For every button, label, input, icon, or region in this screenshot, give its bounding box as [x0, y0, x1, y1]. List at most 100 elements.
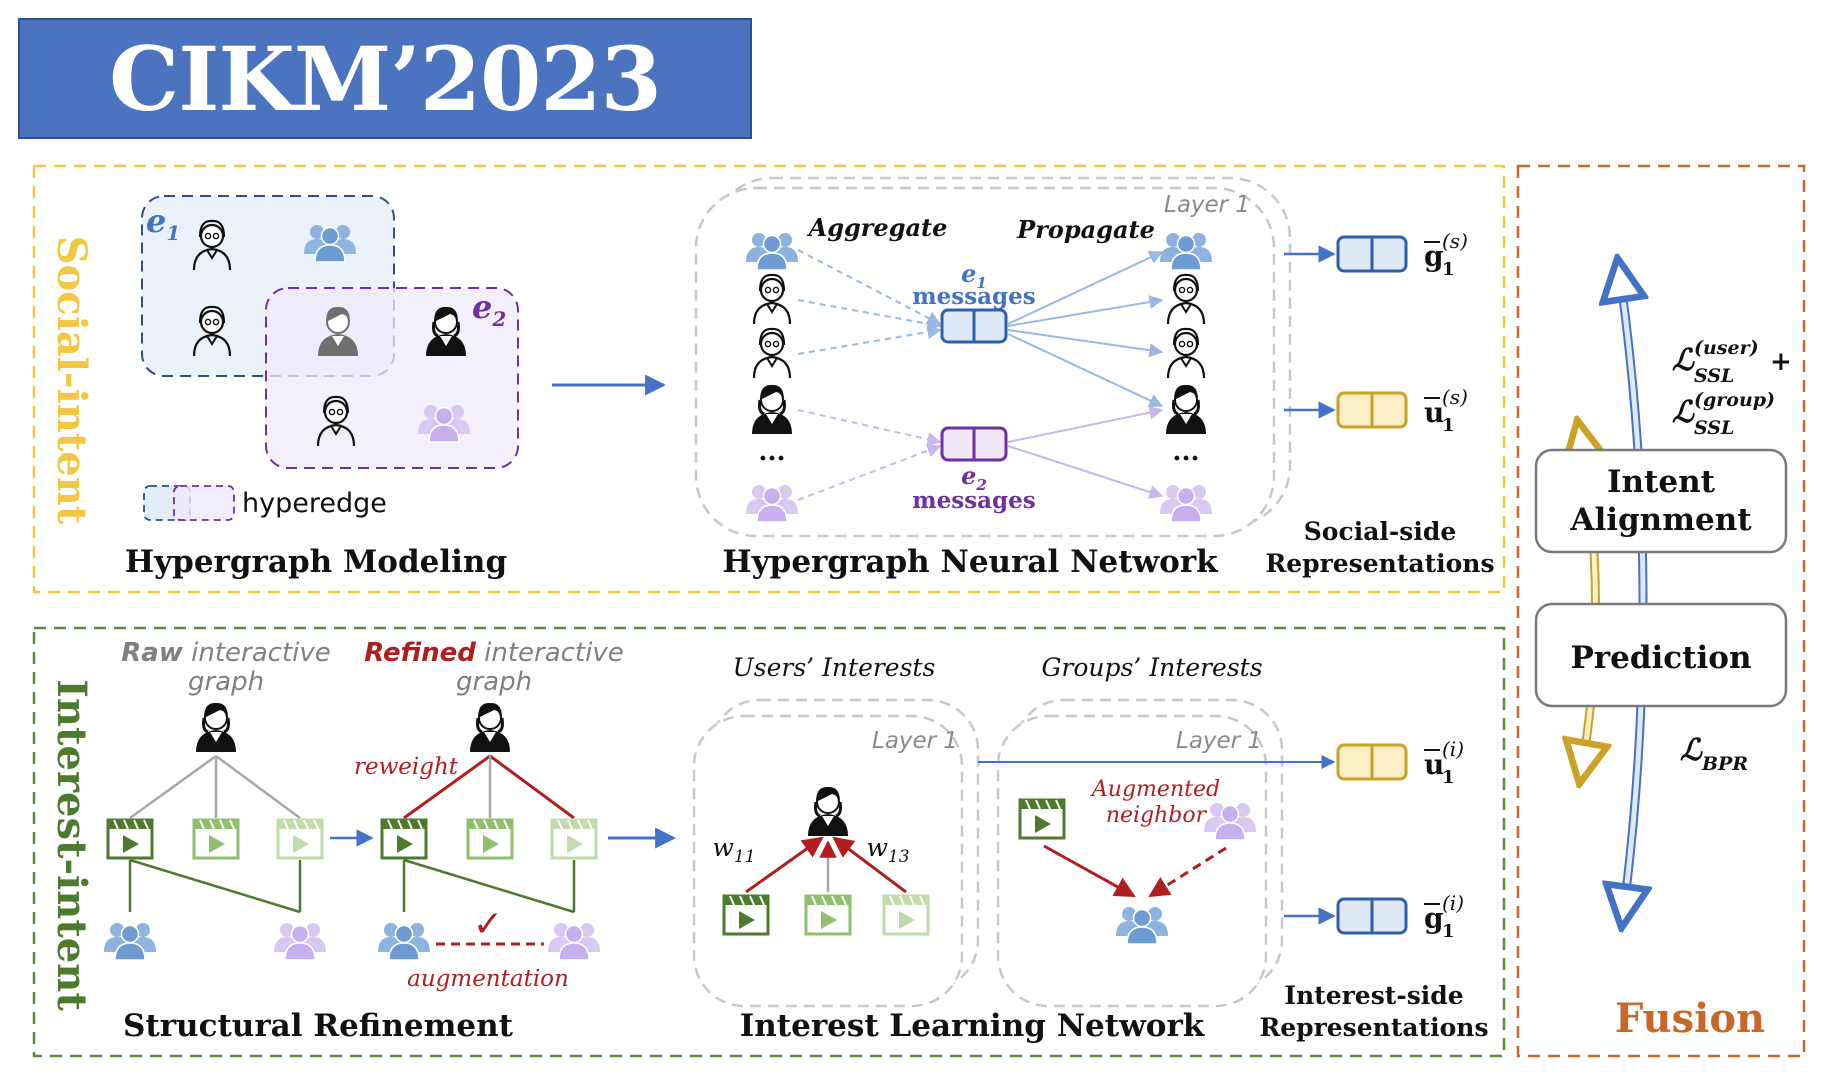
intent-alignment-box: [1534, 448, 1788, 554]
users-interests-label: Users’ Interests: [733, 653, 936, 682]
hypergraph-modeling-caption: Hypergraph Modeling: [125, 544, 507, 580]
user-icon: [468, 701, 512, 754]
u1-social-vector: [1336, 391, 1408, 429]
video-icon: [276, 818, 324, 860]
interest-intent-frame: [32, 626, 1506, 1058]
e2-messages-letter: e2: [961, 461, 987, 494]
hyperedge-legend-label: hyperedge: [242, 488, 387, 519]
raw-graph-links: [128, 858, 302, 914]
svg-text:(i): (i): [1442, 737, 1464, 761]
g1-interest-symbol: g 1 (i): [1424, 891, 1464, 942]
intent-alignment-label-2: Alignment: [1569, 502, 1752, 538]
e1-messages-letter: e1: [961, 259, 987, 292]
svg-text:SSL: SSL: [1694, 365, 1734, 387]
svg-text:(s): (s): [1442, 385, 1468, 409]
prediction-label: Prediction: [1570, 640, 1751, 676]
augmentation-label: augmentation: [407, 966, 569, 992]
groups-layer-label: Layer 1: [1176, 728, 1262, 754]
aggregate-arrows-e1: [797, 249, 942, 355]
reweight-label: reweight: [354, 754, 459, 780]
users-layer-label: Layer 1: [872, 728, 958, 754]
refined-graph-title-2: graph: [456, 667, 532, 697]
video-icon: [722, 894, 770, 936]
u1-interest-symbol: u 1 (i): [1424, 737, 1464, 788]
user-icon: [194, 701, 238, 754]
raw-graph-edges: [129, 754, 301, 820]
svg-text:(s): (s): [1442, 229, 1468, 253]
augmented-label-2: neighbor: [1106, 803, 1208, 828]
aggregate-label: Aggregate: [807, 213, 948, 242]
social-rep-caption-2: Representations: [1265, 549, 1494, 578]
intent-alignment-label-1: Intent: [1607, 464, 1716, 500]
g1-interest-vector: [1336, 897, 1408, 935]
hgnn-layer-front: [694, 186, 1276, 538]
svg-text:ℒ: ℒ: [1680, 733, 1703, 768]
g1-social-symbol: g 1 (s): [1424, 229, 1468, 280]
video-icon: [550, 818, 598, 860]
refined-graph-links: [402, 858, 576, 914]
conference-banner: CIKM’2023: [18, 18, 752, 139]
e2-message-vector: [940, 426, 1008, 462]
ssl-group-loss: ℒ (group) SSL: [1672, 389, 1775, 439]
ssl-user-loss: ℒ (user) SSL +: [1672, 337, 1792, 387]
svg-text:BPR: BPR: [1701, 753, 1748, 775]
svg-text:(group): (group): [1694, 389, 1775, 411]
hgnn-layer-label: Layer 1: [1164, 192, 1250, 218]
groups-layer-front: [996, 714, 1268, 1008]
structural-refinement-caption: Structural Refinement: [123, 1008, 514, 1044]
svg-text:1: 1: [1442, 921, 1455, 942]
video-icon: [466, 818, 514, 860]
weight-w11: w11: [712, 833, 755, 867]
raw-graph-title: Raw interactive: [121, 638, 330, 668]
interest-rep-caption-1: Interest-side: [1284, 981, 1463, 1010]
video-icon: [882, 894, 930, 936]
raw-graph-title-2: graph: [188, 667, 264, 697]
hyperedge-e2-label: e2: [472, 288, 506, 331]
social-intent-frame: [32, 164, 1506, 594]
video-icon: [192, 818, 240, 860]
propagate-arrows-e2: [1007, 405, 1164, 499]
svg-text:1: 1: [1442, 415, 1455, 436]
bpr-loss: ℒ BPR: [1680, 733, 1748, 775]
augmented-label-1: Augmented: [1090, 777, 1220, 802]
e1-messages-word: messages: [912, 283, 1035, 310]
left-ellipsis: ...: [758, 437, 785, 467]
social-rep-caption-1: Social-side: [1304, 517, 1456, 546]
u1-interest-vector: [1336, 743, 1408, 781]
prediction-box: [1534, 602, 1788, 708]
svg-text:1: 1: [1442, 767, 1455, 788]
svg-text:g: g: [1424, 240, 1444, 273]
video-icon: [106, 818, 154, 860]
propagate-label: Propagate: [1016, 215, 1155, 244]
svg-text:SSL: SSL: [1694, 417, 1734, 439]
checkmark-icon: ✓: [473, 904, 503, 945]
hyperedge-legend-purple: [173, 485, 235, 521]
conference-title: CIKM’2023: [109, 26, 662, 131]
g1-social-vector: [1336, 235, 1408, 273]
hgnn-caption: Hypergraph Neural Network: [722, 544, 1219, 580]
group-icon: [103, 922, 157, 961]
fusion-label: Fusion: [1615, 995, 1765, 1042]
refined-graph-edges: [403, 754, 575, 820]
group-icon: [377, 922, 431, 961]
aggregate-arrows-e2: [797, 409, 942, 501]
svg-text:u: u: [1424, 748, 1444, 781]
group-interest-arrow: [1043, 844, 1136, 898]
social-intent-label: Social-intent: [48, 236, 95, 525]
refined-graph-title: Refined interactive: [364, 638, 623, 668]
hyperedge-e1-label: e1: [146, 202, 180, 245]
iln-caption: Interest Learning Network: [740, 1008, 1206, 1044]
svg-text:g: g: [1424, 902, 1444, 935]
alignment-double-arrow-blue-inner: [1618, 262, 1643, 924]
svg-text:ℒ: ℒ: [1672, 343, 1695, 378]
right-ellipsis: ...: [1172, 437, 1199, 467]
svg-text:(i): (i): [1442, 891, 1464, 915]
interest-intent-label: Interest-intent: [48, 679, 95, 1011]
groups-interests-label: Groups’ Interests: [1041, 653, 1262, 682]
video-icon: [804, 894, 852, 936]
video-icon: [380, 818, 428, 860]
svg-text:+: +: [1770, 347, 1792, 377]
propagate-arrows-e1: [1007, 250, 1164, 408]
